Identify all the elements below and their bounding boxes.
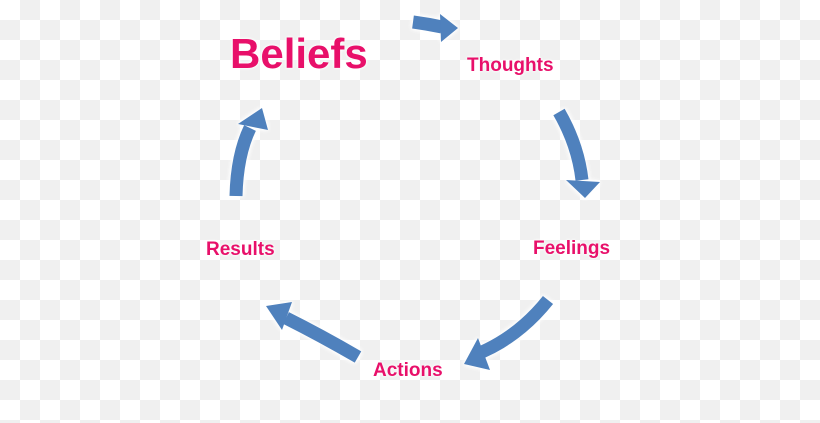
arrow-actions-to-results (266, 302, 362, 363)
arrow-thoughts-to-feelings (553, 108, 600, 198)
arrow-feelings-to-actions (464, 295, 554, 370)
arrow-beliefs-to-thoughts (412, 14, 458, 42)
node-thoughts: Thoughts (467, 55, 554, 76)
arrow-results-to-beliefs (229, 108, 268, 197)
node-feelings: Feelings (533, 238, 611, 259)
node-actions: Actions (373, 360, 443, 381)
node-results: Results (206, 239, 275, 260)
diagram-title-beliefs: Beliefs (230, 30, 368, 77)
